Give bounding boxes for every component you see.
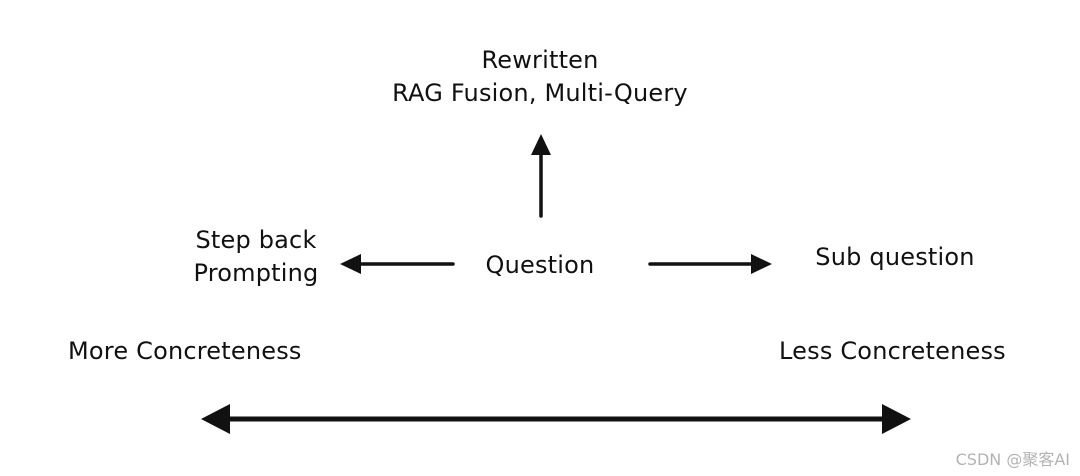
watermark-text: CSDN @聚客AI <box>955 450 1070 469</box>
rewritten-methods: RAG Fusion, Multi-Query <box>392 79 688 107</box>
sub-question-label: Sub question <box>815 243 975 271</box>
more-concreteness-label: More Concreteness <box>68 337 302 365</box>
left-arrow <box>340 254 455 274</box>
concreteness-axis-arrow <box>201 404 911 434</box>
rewritten-title: Rewritten <box>481 46 599 74</box>
step-back-label: Step back Prompting <box>176 224 336 290</box>
step-back-line2: Prompting <box>193 259 319 287</box>
rewritten-label: Rewritten RAG Fusion, Multi-Query <box>340 44 740 110</box>
right-arrow <box>648 254 772 274</box>
up-arrow <box>531 134 551 218</box>
less-concreteness-label: Less Concreteness <box>779 337 1006 365</box>
step-back-line1: Step back <box>195 226 317 254</box>
question-label: Question <box>485 251 595 279</box>
